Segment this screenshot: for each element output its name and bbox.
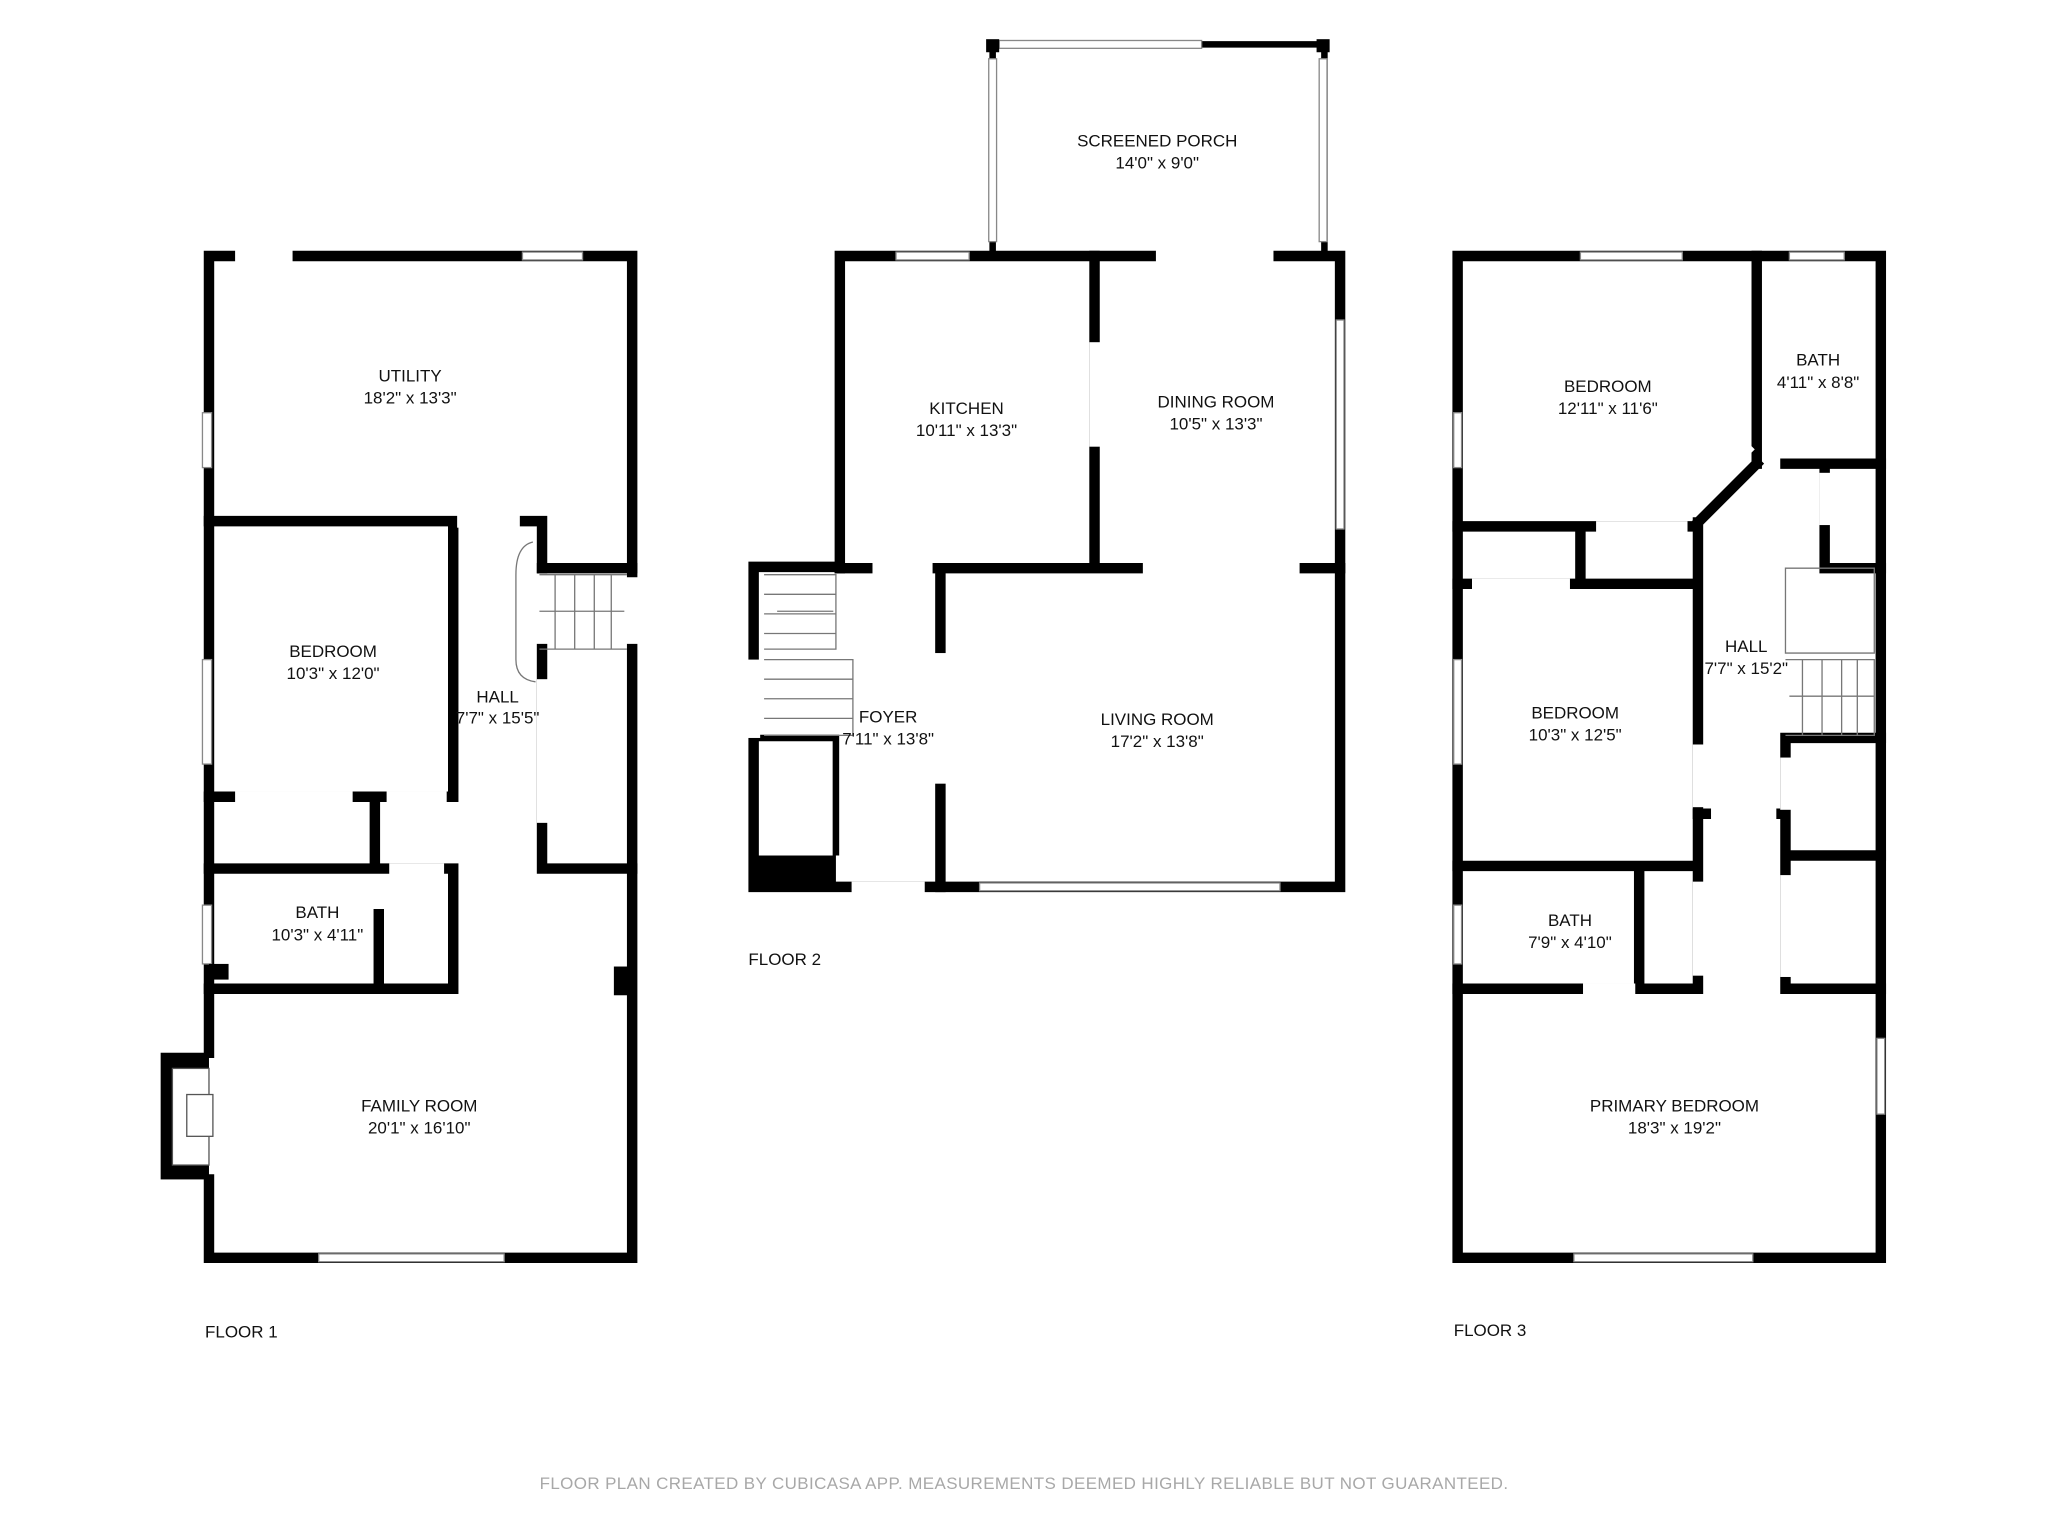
svg-text:20'1" x 16'10": 20'1" x 16'10" xyxy=(368,1119,471,1138)
floor-3-plan: BEDROOM 12'11" x 11'6" BATH 4'11" x 8'8" H… xyxy=(1452,250,1887,1340)
svg-text:SCREENED PORCH: SCREENED PORCH xyxy=(1077,131,1237,150)
floor-label: FLOOR 1 xyxy=(205,1322,278,1341)
svg-text:FAMILY ROOM: FAMILY ROOM xyxy=(361,1097,477,1116)
svg-text:10'11" x 13'3": 10'11" x 13'3" xyxy=(916,421,1017,440)
room-label: UTILITY 18'2" x 13'3" xyxy=(364,366,457,407)
room-label: KITCHEN 10'11" x 13'3" xyxy=(916,399,1017,440)
svg-text:18'3" x 19'2": 18'3" x 19'2" xyxy=(1628,1119,1721,1138)
svg-text:18'2" x 13'3": 18'2" x 13'3" xyxy=(364,389,457,408)
svg-text:7'9" x 4'10": 7'9" x 4'10" xyxy=(1528,933,1612,952)
room-label: BATH 4'11" x 8'8" xyxy=(1777,351,1859,392)
svg-text:FOYER: FOYER xyxy=(859,707,917,726)
room-label: BEDROOM 12'11" x 11'6" xyxy=(1558,377,1658,418)
svg-text:10'3" x 4'11": 10'3" x 4'11" xyxy=(271,925,363,944)
svg-text:10'3" x 12'0": 10'3" x 12'0" xyxy=(287,664,380,683)
room-label: DINING ROOM 10'5" x 13'3" xyxy=(1158,393,1275,434)
svg-text:7'11" x 13'8": 7'11" x 13'8" xyxy=(842,729,934,748)
room-label: FAMILY ROOM 20'1" x 16'10" xyxy=(361,1097,477,1138)
svg-text:UTILITY: UTILITY xyxy=(379,366,442,385)
svg-text:14'0" x 9'0": 14'0" x 9'0" xyxy=(1115,153,1199,172)
svg-text:HALL: HALL xyxy=(476,688,518,707)
svg-text:12'11" x 11'6": 12'11" x 11'6" xyxy=(1558,399,1658,418)
room-label: SCREENED PORCH 14'0" x 9'0" xyxy=(1077,131,1237,172)
svg-text:10'5" x 13'3": 10'5" x 13'3" xyxy=(1169,415,1262,434)
floor-label: FLOOR 2 xyxy=(748,950,821,969)
svg-text:BATH: BATH xyxy=(1796,351,1840,370)
disclaimer-footer: FLOOR PLAN CREATED BY CUBICASA APP. MEAS… xyxy=(540,1474,1509,1493)
room-label: BATH 10'3" x 4'11" xyxy=(271,903,363,944)
room-label: HALL 7'7" x 15'5" xyxy=(456,688,540,728)
svg-text:BATH: BATH xyxy=(1548,911,1592,930)
floor-label: FLOOR 3 xyxy=(1454,1321,1527,1340)
svg-text:17'2" x 13'8": 17'2" x 13'8" xyxy=(1111,732,1204,751)
floor-2-plan: SCREENED PORCH 14'0" x 9'0" KITCHEN 10'11"… xyxy=(747,39,1346,969)
svg-text:KITCHEN: KITCHEN xyxy=(929,399,1003,418)
floor-1-plan: UTILITY 18'2" x 13'3" BEDROOM 10'3" x 12'0… xyxy=(160,249,638,1341)
room-label: LIVING ROOM 17'2" x 13'8" xyxy=(1101,710,1214,751)
svg-text:BEDROOM: BEDROOM xyxy=(1564,377,1652,396)
room-label: HALL 7'7" x 15'2" xyxy=(1704,637,1788,678)
room-label: FOYER 7'11" x 13'8" xyxy=(842,707,934,748)
svg-text:LIVING ROOM: LIVING ROOM xyxy=(1101,710,1214,729)
svg-text:HALL: HALL xyxy=(1725,637,1767,656)
svg-text:BEDROOM: BEDROOM xyxy=(289,642,377,661)
room-label: BATH 7'9" x 4'10" xyxy=(1528,911,1612,952)
svg-text:DINING ROOM: DINING ROOM xyxy=(1158,393,1275,412)
room-label: BEDROOM 10'3" x 12'5" xyxy=(1529,703,1622,744)
room-label: BEDROOM 10'3" x 12'0" xyxy=(287,642,380,683)
svg-text:10'3" x 12'5": 10'3" x 12'5" xyxy=(1529,726,1622,745)
svg-text:4'11" x 8'8": 4'11" x 8'8" xyxy=(1777,373,1859,392)
svg-text:BATH: BATH xyxy=(295,903,339,922)
svg-text:7'7" x 15'2": 7'7" x 15'2" xyxy=(1704,659,1788,678)
svg-text:7'7" x 15'5": 7'7" x 15'5" xyxy=(456,709,540,728)
svg-text:BEDROOM: BEDROOM xyxy=(1531,703,1619,722)
room-label: PRIMARY BEDROOM 18'3" x 19'2" xyxy=(1590,1097,1759,1138)
svg-text:PRIMARY BEDROOM: PRIMARY BEDROOM xyxy=(1590,1097,1759,1116)
